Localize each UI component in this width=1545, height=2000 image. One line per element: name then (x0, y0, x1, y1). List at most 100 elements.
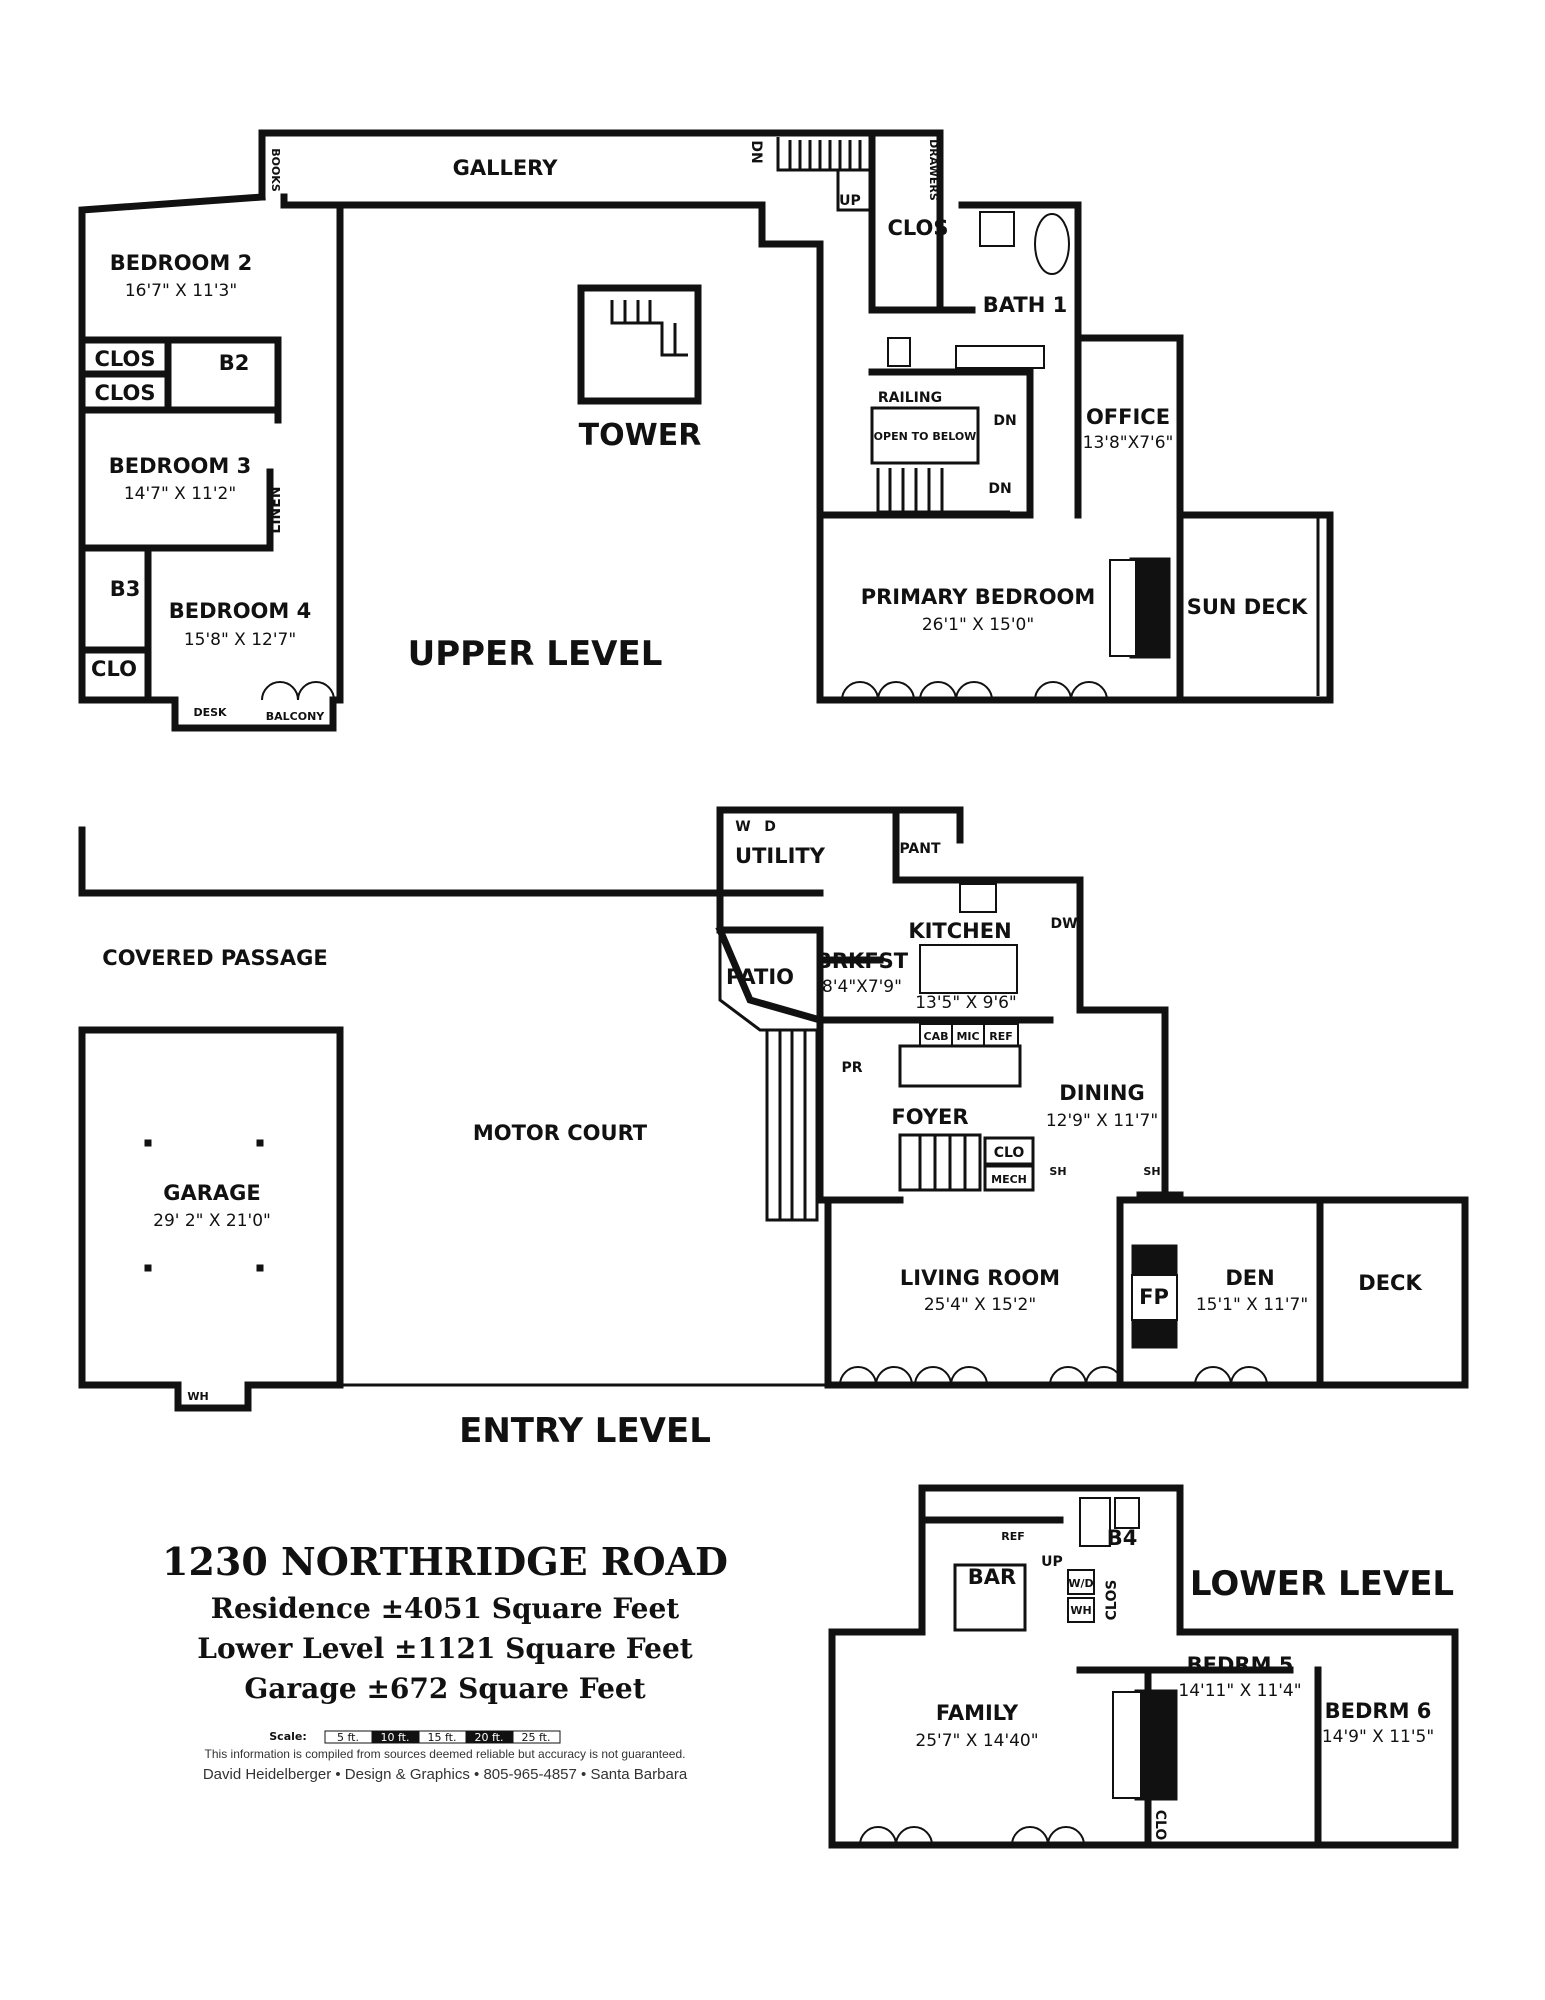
bedroom4-label: BEDROOM 4 (169, 599, 311, 623)
entry-level-title: ENTRY LEVEL (459, 1411, 711, 1451)
bedroom2-label: BEDROOM 2 (110, 251, 252, 275)
disclaimer: This information is compiled from source… (205, 1747, 686, 1761)
gallery-up-label: UP (839, 193, 861, 209)
balcony-label: BALCONY (266, 710, 326, 723)
open-to-below-stair (870, 406, 1010, 514)
dryer-label: D (764, 819, 776, 835)
utility-label: UTILITY (735, 844, 826, 868)
family-dim: 25'7" X 14'40" (915, 1731, 1038, 1751)
cab-label: CAB (924, 1030, 949, 1043)
fireplace-entry-top (1131, 1244, 1178, 1276)
fireplace-entry-bottom (1131, 1319, 1178, 1349)
linen-label: LINEN (268, 486, 284, 533)
ref-label: REF (989, 1030, 1013, 1043)
mic-label: MIC (956, 1030, 979, 1043)
b4-label: B4 (1107, 1526, 1138, 1550)
railing-label: RAILING (878, 390, 942, 406)
drawers-label: DRAWERS (927, 139, 940, 201)
foyer-stair (898, 1044, 1022, 1192)
shower (979, 211, 1015, 247)
bedrm5-dim: 14'11" X 11'4" (1178, 1681, 1301, 1701)
bedrm5-label: BEDRM 5 (1187, 1653, 1294, 1677)
bedrm6-dim: 14'9" X 11'5" (1322, 1727, 1434, 1747)
appliance-row (919, 1023, 1019, 1047)
washer-label: W (735, 819, 750, 835)
b2-label: B2 (219, 351, 250, 375)
office-label: OFFICE (1086, 405, 1170, 429)
gallery-label: GALLERY (453, 156, 559, 180)
ref-lower-label: REF (1001, 1530, 1025, 1543)
lower-sqft: Lower Level ±1121 Square Feet (197, 1632, 692, 1665)
vanity (955, 345, 1045, 369)
living-room-dim: 25'4" X 15'2" (924, 1295, 1036, 1315)
scale-mark-10: 10 ft. (381, 1731, 410, 1744)
scale-mark-20: 20 ft. (475, 1731, 504, 1744)
mech-label: MECH (991, 1173, 1027, 1186)
bedroom3-dim: 14'7" X 11'2" (124, 484, 236, 504)
bedroom4-dim: 15'8" X 12'7" (184, 630, 296, 650)
clo-label: CLO (91, 657, 137, 681)
wh-lower-label: WH (1070, 1604, 1091, 1617)
wh-entry-label: WH (187, 1390, 208, 1403)
fp-upper-label: FP (1134, 602, 1150, 622)
lower-bathtub (1079, 1497, 1111, 1547)
wd-label: W/D (1068, 1577, 1093, 1590)
title-block: 1230 NORTHRIDGE ROAD Residence ±4051 Squ… (162, 1539, 728, 1783)
covered-passage-label: COVERED PASSAGE (102, 946, 327, 970)
den-label: DEN (1225, 1266, 1274, 1290)
kitchen-label: KITCHEN (908, 919, 1011, 943)
dining-label: DINING (1059, 1081, 1144, 1105)
credit: David Heidelberger • Design & Graphics •… (203, 1766, 688, 1783)
deck-label: DECK (1358, 1271, 1422, 1295)
gallery-dn-label: DN (748, 140, 764, 163)
upper-level-title: UPPER LEVEL (408, 634, 663, 674)
foyer-label: FOYER (891, 1105, 968, 1129)
toilet (887, 337, 911, 367)
den-dim: 15'1" X 11'7" (1196, 1295, 1308, 1315)
stair-dn-label: DN (993, 413, 1016, 429)
pantry-label: PANT (899, 841, 941, 857)
clos2-label: CLOS (94, 381, 155, 405)
office-dim: 13'8"X7'6" (1083, 433, 1174, 453)
fp-lower-label: FP (1152, 1725, 1168, 1745)
dining-dim: 12'9" X 11'7" (1046, 1111, 1158, 1131)
range (959, 883, 997, 913)
pr-label: PR (841, 1060, 862, 1076)
kitchen-dim: 13'5" X 9'6" (915, 993, 1017, 1013)
primary-bedroom-label: PRIMARY BEDROOM (861, 585, 1096, 609)
entry-level-plan (78, 806, 1469, 1412)
up-lower-label: UP (1041, 1554, 1063, 1570)
gallery-stair (776, 137, 872, 212)
scale-mark-25: 25 ft. (522, 1731, 551, 1744)
tower-stair (577, 284, 702, 405)
sh-label-1: SH (1049, 1165, 1066, 1178)
brkfst-dim: 8'4"X7'9" (822, 977, 902, 997)
clo-entry-label: CLO (994, 1145, 1025, 1161)
upper-level-plan (78, 129, 1334, 732)
lower-level-title: LOWER LEVEL (1190, 1564, 1454, 1604)
bedroom3-label: BEDROOM 3 (109, 454, 251, 478)
patio-label: PATIO (726, 965, 794, 989)
lower-toilet (1114, 1497, 1140, 1529)
residence-sqft: Residence ±4051 Square Feet (211, 1592, 680, 1625)
dw-label: DW (1050, 916, 1077, 932)
garage-dim: 29' 2" X 21'0" (153, 1211, 271, 1231)
clos1-label: CLOS (94, 347, 155, 371)
books-label: BOOKS (269, 148, 282, 192)
fp-entry-label: FP (1139, 1285, 1169, 1309)
brkfst-label: BRKFST (816, 949, 909, 973)
bathtub (1034, 213, 1070, 275)
patio-stair (765, 1028, 819, 1222)
family-label: FAMILY (936, 1701, 1019, 1725)
tower-label: TOWER (579, 418, 702, 453)
scale-mark-15: 15 ft. (428, 1731, 457, 1744)
living-room-label: LIVING ROOM (900, 1266, 1060, 1290)
scale-mark-5: 5 ft. (337, 1731, 359, 1744)
lower-level-plan (828, 1484, 1459, 1849)
stair-dn2-label: DN (988, 481, 1011, 497)
garage-label: GARAGE (163, 1181, 261, 1205)
upper-level-labels: GALLERY BOOKS DRAWERS DN UP BEDROOM 2 16… (91, 139, 1308, 723)
bedroom2-dim: 16'7" X 11'3" (125, 281, 237, 301)
bath1-label: BATH 1 (983, 293, 1067, 317)
